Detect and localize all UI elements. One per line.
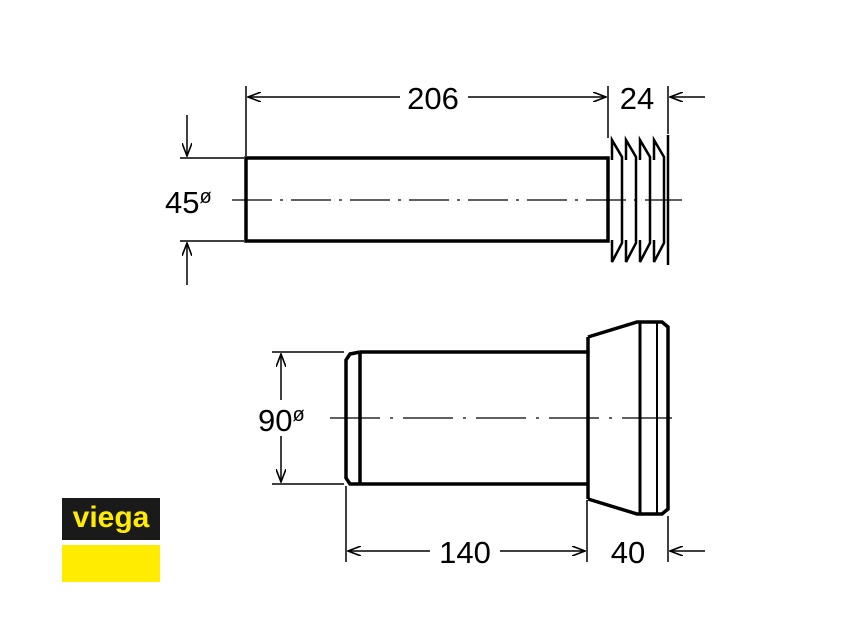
diameter-45-label: 45ø [165, 185, 212, 220]
diameter-90-label: 90ø [258, 403, 305, 438]
length-140-label: 140 [439, 535, 491, 570]
thread [606, 135, 670, 265]
thread-24-label: 24 [620, 81, 654, 116]
bottom-pipe [330, 320, 681, 516]
viega-logo-yellow-bar [62, 545, 160, 582]
socket-40-label: 40 [611, 535, 645, 570]
length-206-label: 206 [407, 81, 459, 116]
top-dimensions [180, 86, 705, 285]
viega-logo: viega [62, 498, 160, 540]
bottom-dimensions [272, 351, 705, 562]
top-pipe [232, 135, 682, 265]
